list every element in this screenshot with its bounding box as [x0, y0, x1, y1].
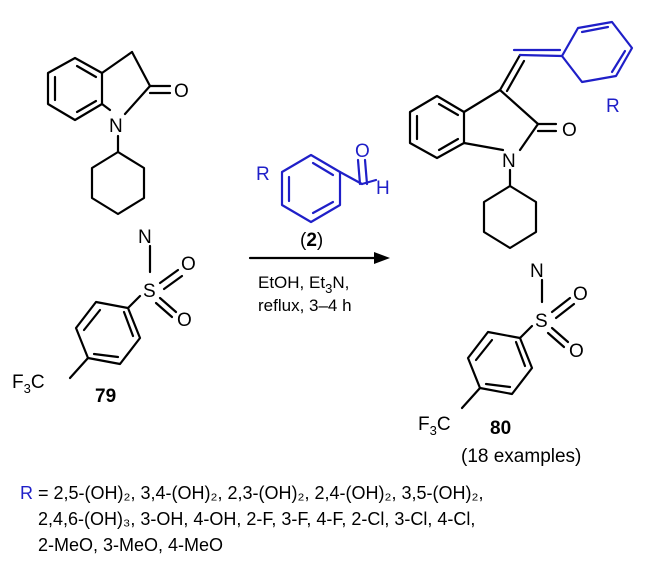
examples-note: (18 examples) — [461, 446, 581, 467]
compound-80-structure: R O N N S O O F3C 80 (1 — [408, 20, 634, 467]
atom-O: O — [177, 310, 192, 331]
r-group-label: R — [606, 96, 620, 117]
atom-O: O — [573, 284, 588, 305]
atom-H: H — [376, 178, 390, 199]
atom-O: O — [562, 120, 577, 141]
reagent-label: (2) — [300, 230, 323, 251]
atom-O: O — [355, 141, 370, 162]
r-group-label: R — [256, 164, 270, 185]
atom-cf3: F3C — [12, 372, 45, 396]
compound-79-structure: O N N S O O F3C 79 — [12, 50, 196, 407]
atom-N: N — [502, 151, 516, 172]
compound-label-80: 80 — [490, 418, 511, 439]
compound-label-79: 79 — [95, 386, 116, 407]
r-group-legend: R = 2,5-(OH)₂, 3,4-(OH)₂, 2,3-(OH)₂, 2,4… — [20, 480, 650, 558]
legend-r-label: R — [20, 483, 33, 503]
conditions-line-1: EtOH, Et3N, — [258, 273, 349, 296]
legend-line-1: R = 2,5-(OH)₂, 3,4-(OH)₂, 2,3-(OH)₂, 2,4… — [20, 483, 484, 503]
reaction-arrow — [248, 252, 390, 264]
reagent-2-structure: O H R (2) — [256, 141, 390, 251]
atom-O: O — [569, 341, 584, 362]
legend-line-2: 2,4,6-(OH)₃, 3-OH, 4-OH, 2-F, 3-F, 4-F, … — [38, 509, 476, 529]
atom-S: S — [535, 311, 548, 332]
reaction-scheme: O N N S O O F3C 79 O H R (2) EtOH, Et3N,… — [12, 20, 634, 467]
atom-N: N — [138, 227, 152, 248]
atom-O: O — [174, 81, 189, 102]
conditions-line-2: reflux, 3–4 h — [258, 296, 352, 315]
atom-O: O — [181, 254, 196, 275]
atom-N: N — [530, 261, 544, 282]
atom-N: N — [109, 116, 123, 137]
atom-cf3: F3C — [418, 414, 451, 438]
legend-line-3: 2-MeO, 3-MeO, 4-MeO — [38, 535, 224, 555]
atom-S: S — [143, 281, 156, 302]
